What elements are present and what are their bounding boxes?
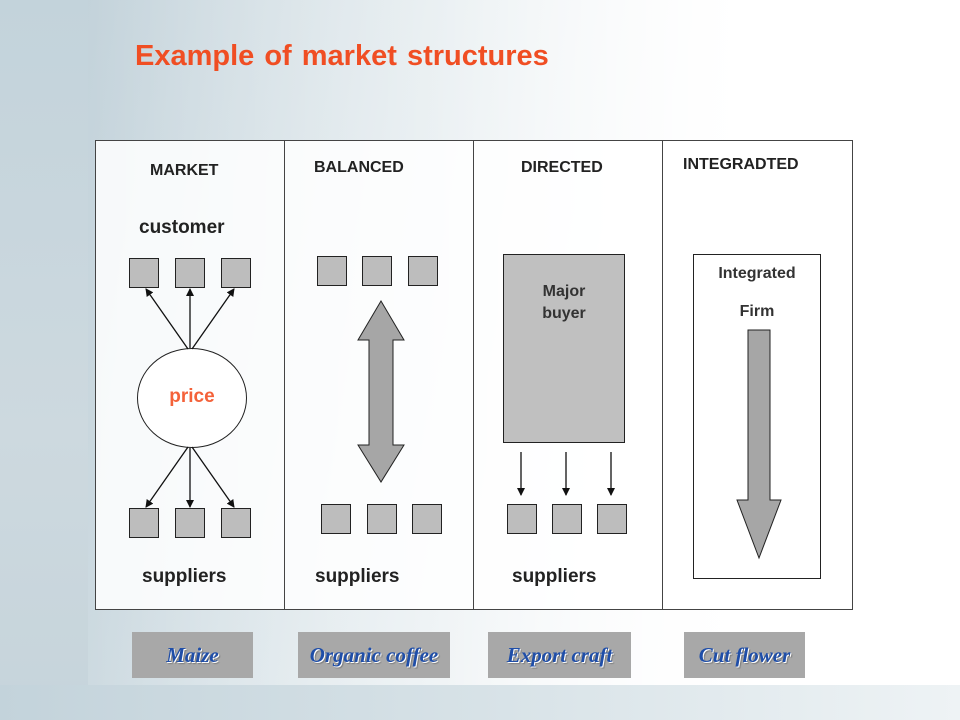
buyer-box [362, 256, 392, 286]
example-maize: Maize [132, 632, 253, 678]
integrated-header: INTEGRADTED [683, 156, 799, 173]
major-buyer-box [503, 254, 625, 443]
customer-box [221, 258, 251, 288]
supplier-box [597, 504, 627, 534]
price-label: price [169, 386, 215, 407]
customer-label: customer [139, 217, 225, 238]
buyer-box [408, 256, 438, 286]
major-buyer-line1: Major [542, 283, 586, 300]
column-divider [662, 140, 663, 610]
balanced-header: BALANCED [314, 159, 404, 176]
directed-header: DIRECTED [521, 159, 603, 176]
example-cut-flower: Cut flower [684, 632, 805, 678]
example-export-craft: Export craft [488, 632, 631, 678]
supplier-box [175, 508, 205, 538]
market-suppliers-label: suppliers [142, 566, 227, 587]
major-buyer-line2: buyer [542, 305, 586, 322]
background-left-strip [0, 0, 88, 720]
directed-suppliers-label: suppliers [512, 566, 597, 587]
supplier-box [552, 504, 582, 534]
market-header: MARKET [150, 162, 219, 179]
slide-title: Example of market structures [135, 40, 549, 72]
supplier-box [221, 508, 251, 538]
background-bottom-strip [0, 685, 960, 720]
column-divider [473, 140, 474, 610]
integrated-firm-line1: Integrated [718, 265, 796, 282]
supplier-box [367, 504, 397, 534]
major-buyer-label: Major buyer [503, 281, 625, 325]
example-organic-coffee: Organic coffee [298, 632, 450, 678]
supplier-box [321, 504, 351, 534]
supplier-box [507, 504, 537, 534]
column-divider [284, 140, 285, 610]
customer-box [129, 258, 159, 288]
customer-box [175, 258, 205, 288]
integrated-firm-line2: Firm [739, 303, 775, 320]
balanced-suppliers-label: suppliers [315, 566, 400, 587]
buyer-box [317, 256, 347, 286]
supplier-box [412, 504, 442, 534]
supplier-box [129, 508, 159, 538]
